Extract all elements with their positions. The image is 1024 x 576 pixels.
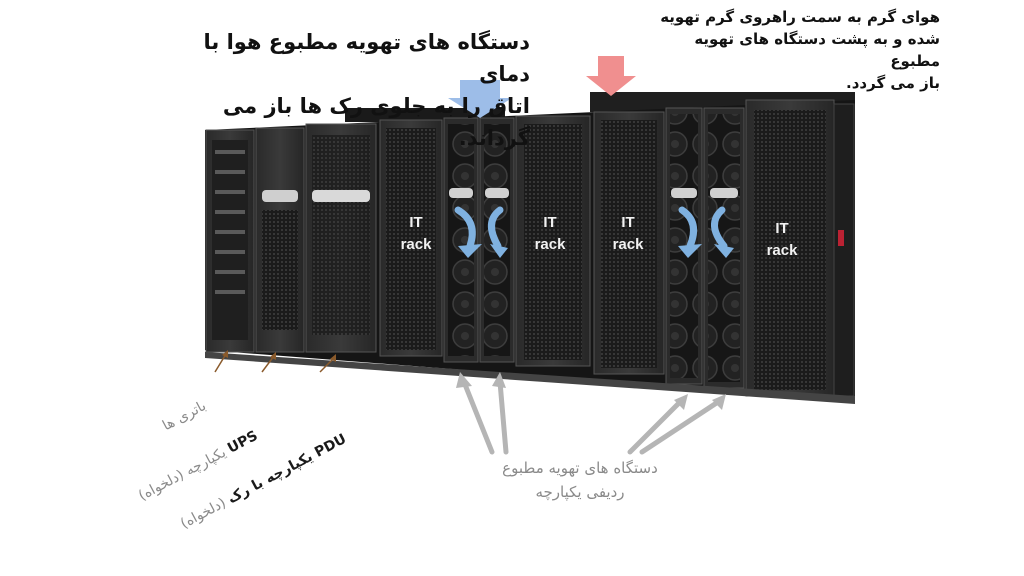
- rack-label-line: IT: [543, 214, 557, 231]
- annotation-line: دستگاه های تهویه مطبوع هوا با دمای: [203, 30, 530, 86]
- rack-label-line: rack: [534, 236, 566, 253]
- hot-air-down-arrow: [586, 56, 636, 96]
- rack-label-line: IT: [409, 214, 423, 231]
- callout-arrow: [319, 357, 335, 373]
- hot-air-annotation: هوای گرم به سمت راهروی گرم تهویه شده و ب…: [640, 6, 940, 94]
- inrow-cooling-annotation: دستگاه های تهویه مطبوع ردیفی یکپارچه: [470, 456, 690, 504]
- inrow-cooling-unit: [703, 107, 745, 389]
- it-rack-cabinet: [379, 119, 443, 357]
- cool-air-down-arrow: [448, 80, 512, 118]
- pointer-arrow: [497, 379, 509, 455]
- pointer-arrow: [627, 399, 683, 455]
- rack-label-line: rack: [766, 242, 798, 259]
- it-rack-label: IT rack: [762, 218, 802, 262]
- annotation-line: دستگاه های تهویه مطبوع: [502, 459, 658, 477]
- it-rack-cabinet: [593, 111, 665, 375]
- battery-cabinet: [205, 129, 255, 353]
- pdu-cabinet: [305, 123, 377, 353]
- annotation-line: ردیفی یکپارچه: [535, 483, 625, 501]
- it-rack-cabinet: [745, 99, 855, 397]
- it-rack-label: IT rack: [396, 212, 436, 256]
- annotation-line: باز می گردد.: [846, 74, 940, 92]
- it-rack-cabinet: [515, 115, 591, 367]
- annotation-line: هوای گرم به سمت راهروی گرم تهویه: [660, 8, 940, 26]
- airflow-curve-arrow: [454, 206, 476, 250]
- pointer-arrow: [639, 399, 721, 455]
- airflow-curve-arrow: [711, 206, 728, 250]
- it-rack-label: IT rack: [608, 212, 648, 256]
- airflow-curve-arrow: [488, 206, 504, 250]
- callout-arrow: [214, 353, 227, 373]
- rack-label-line: IT: [621, 214, 635, 231]
- annotation-line: اتاق را به جلوی رک ها باز می گرداند.: [222, 94, 530, 150]
- ups-cabinet: [255, 127, 305, 353]
- it-rack-label: IT rack: [530, 212, 570, 256]
- pointer-arrow: [461, 379, 495, 455]
- rack-label-line: rack: [400, 236, 432, 253]
- callout-arrow: [261, 355, 275, 373]
- cool-air-annotation: دستگاه های تهویه مطبوع هوا با دمای اتاق …: [200, 26, 530, 154]
- rack-label-line: rack: [612, 236, 644, 253]
- rack-label-line: IT: [775, 220, 789, 237]
- airflow-curve-arrow: [678, 206, 698, 250]
- annotation-line: شده و به پشت دستگاه های تهویه مطبوع: [694, 30, 940, 70]
